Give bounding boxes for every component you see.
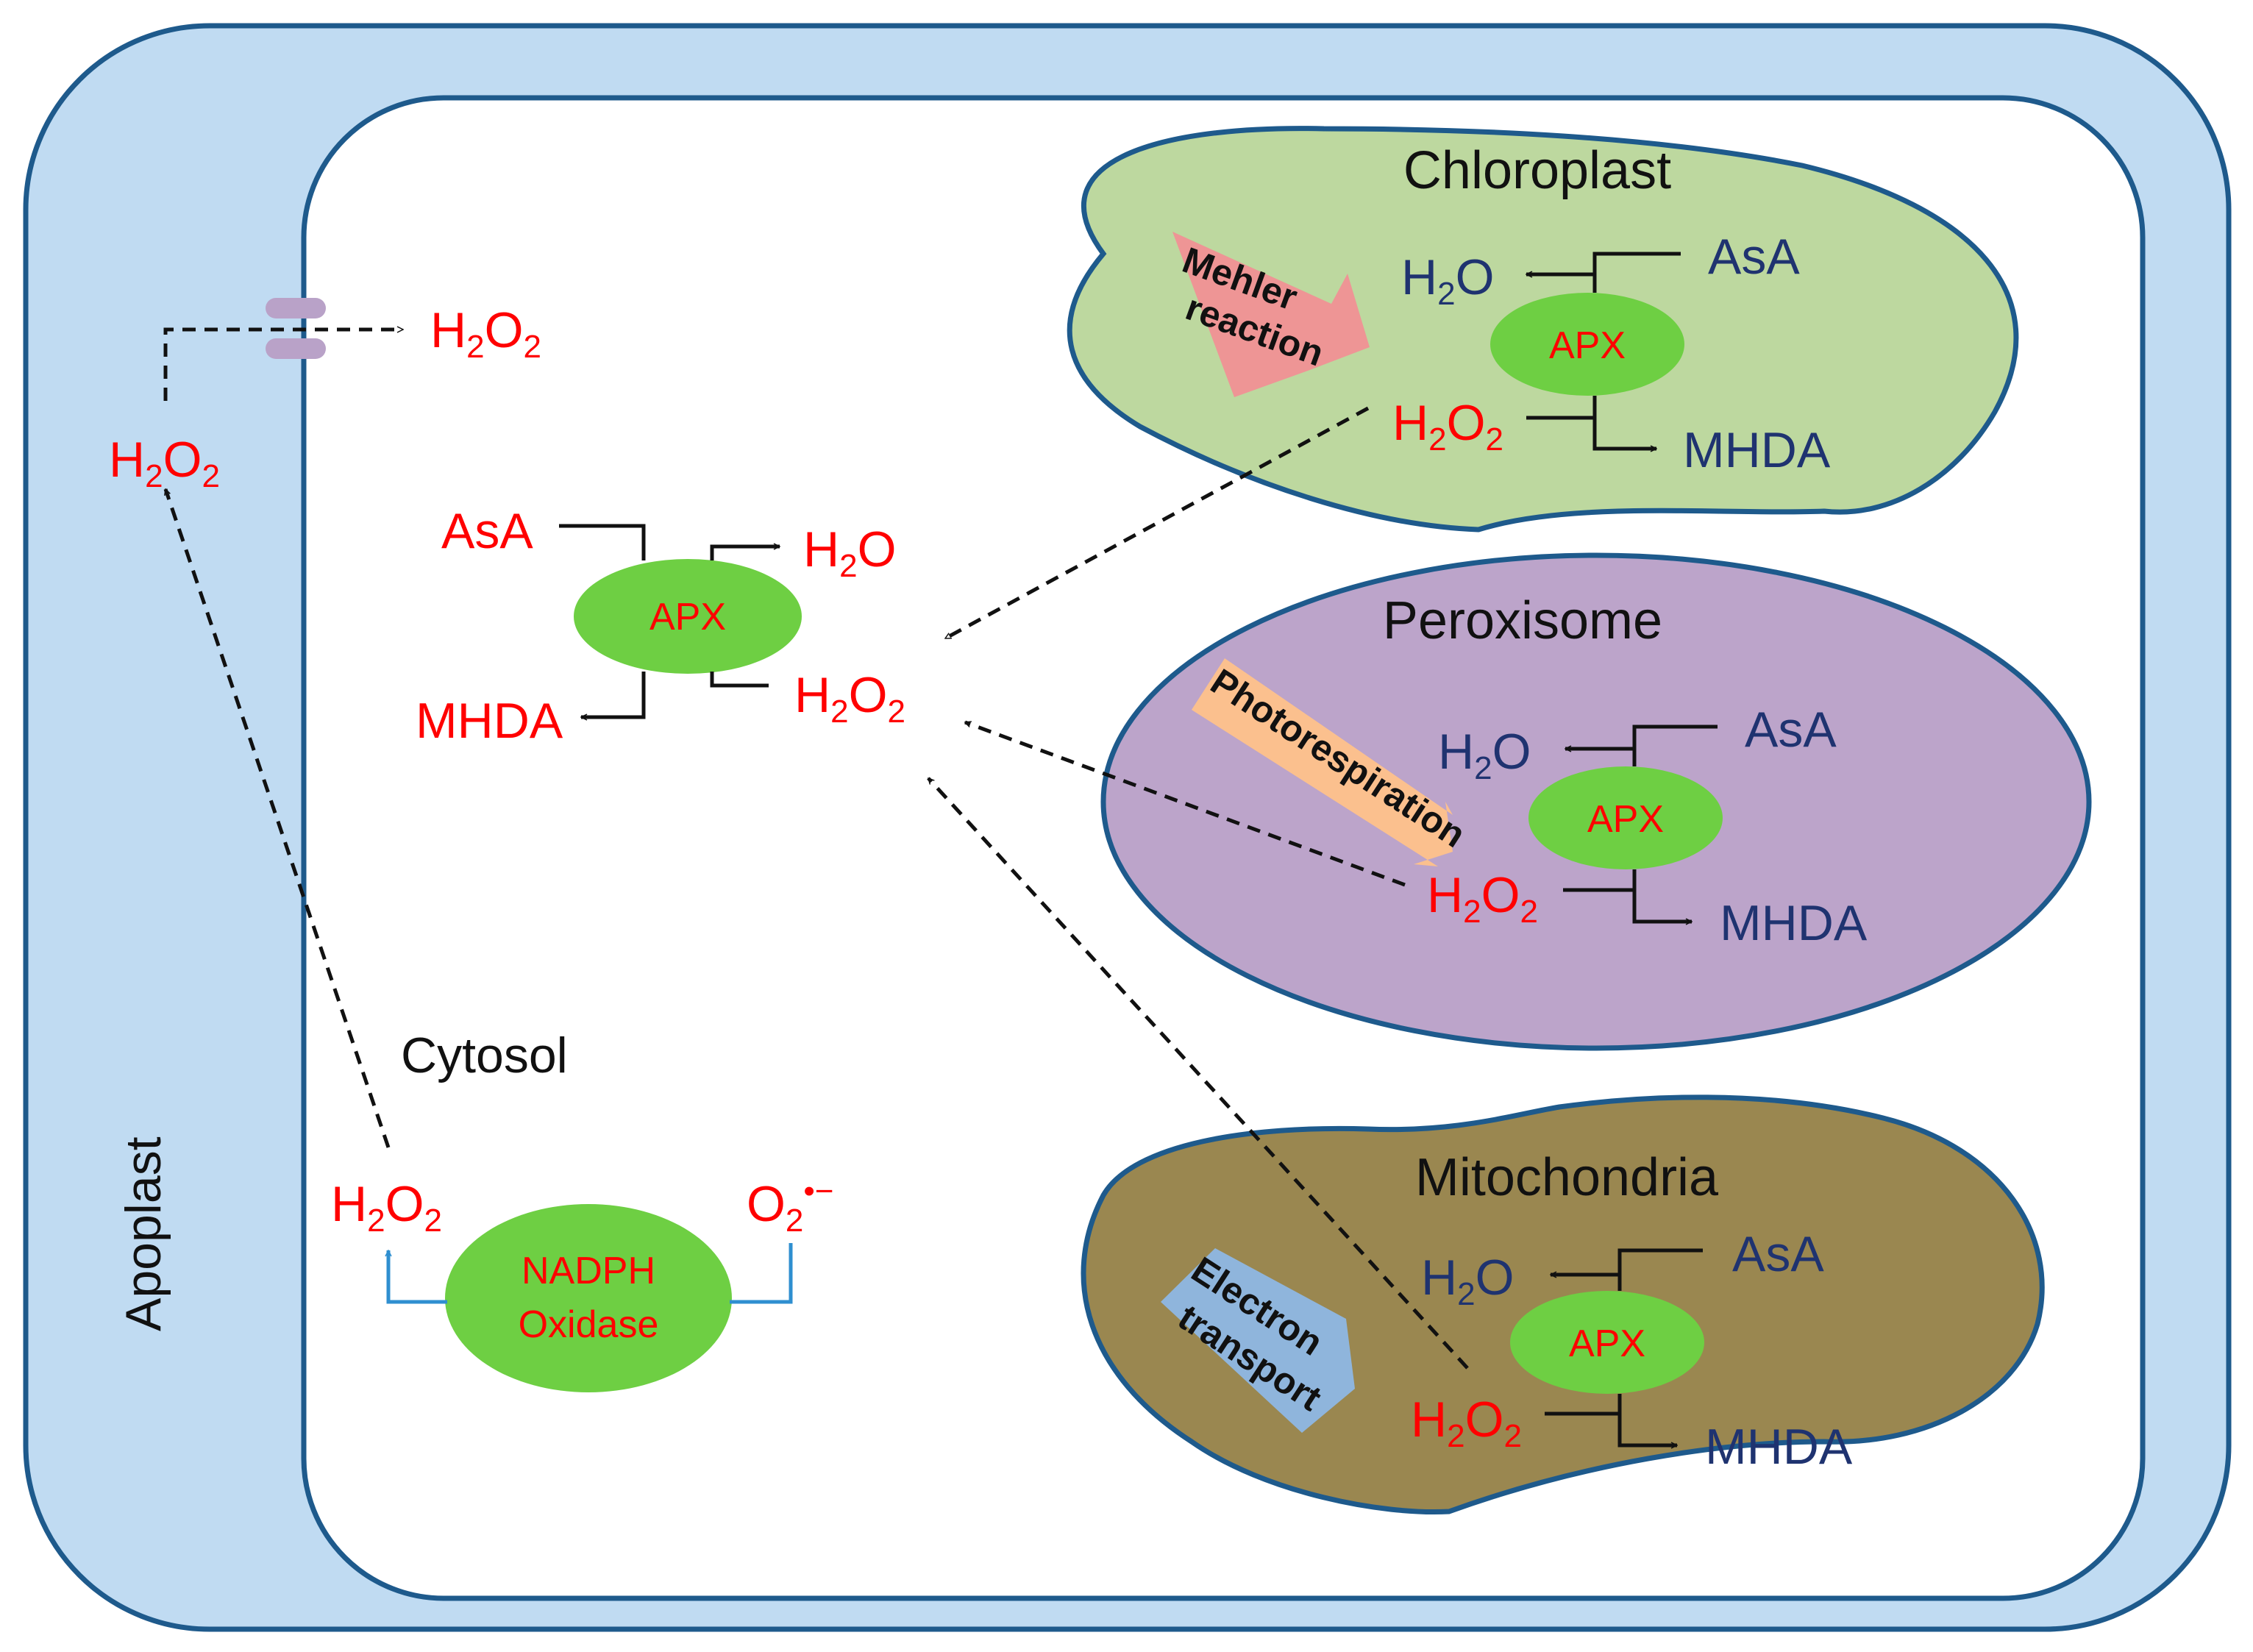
nadph-h2o2: H2O2: [331, 1176, 442, 1239]
membrane-transport-arrow: [163, 330, 403, 401]
nadph-oxidase-line2: Oxidase: [519, 1303, 659, 1346]
cytosol-mhda-arrow: [581, 672, 646, 717]
peroxisome-title: Peroxisome: [1383, 591, 1662, 650]
chloroplast-title: Chloroplast: [1403, 141, 1671, 200]
nadph-to-apoplast-arrow: [163, 489, 391, 1148]
mitochondria-to-cytosol-arrow: [927, 777, 1469, 1370]
electron-transport-arrow: [1161, 1248, 1355, 1433]
cytosol-h2o-arrow: [710, 546, 780, 560]
peroxisome-asa: AsA: [1745, 702, 1837, 758]
cytosol-apx-enzyme: [574, 559, 802, 674]
peroxisome-h2o: H2O: [1438, 724, 1531, 786]
mitochondria-h2o2: H2O2: [1411, 1392, 1522, 1454]
mitochondria-h2o-arrow: [1551, 1275, 1622, 1291]
membrane-channel: [266, 298, 326, 359]
peroxisome-mhda: MHDA: [1720, 895, 1868, 951]
membrane-h2o2: H2O2: [430, 302, 541, 365]
mitochondria-apx-label: APX: [1569, 1322, 1645, 1365]
chloroplast-h2o: H2O: [1401, 249, 1495, 312]
peroxisome-to-cytosol-arrow: [965, 720, 1406, 887]
mitochondria-mhda-arrow: [1617, 1394, 1677, 1445]
cytosol-apx-label: APX: [649, 596, 726, 638]
nadph-product-arrow: [388, 1250, 447, 1304]
nadph-oxidase-line1: NADPH: [522, 1250, 655, 1292]
cytosol-asa-line: [559, 524, 646, 560]
cytosol-h2o2: H2O2: [794, 667, 905, 730]
chloroplast-asa: AsA: [1708, 229, 1800, 285]
cytosol-mhda: MHDA: [416, 693, 563, 749]
mehler-reaction-arrow: [1172, 232, 1370, 397]
chloroplast-h2o2: H2O2: [1392, 395, 1503, 457]
mitochondria-h2o: H2O: [1421, 1250, 1515, 1312]
chloroplast-mhda-arrow: [1592, 396, 1656, 449]
chloroplast-apx-label: APX: [1549, 324, 1626, 367]
cytosol-label: Cytosol: [401, 1028, 568, 1083]
peroxisome-h2o2: H2O2: [1427, 867, 1538, 930]
chloroplast-apx-enzyme: [1490, 293, 1684, 396]
peroxisome-apx-label: APX: [1587, 798, 1664, 841]
peroxisome-apx-enzyme: [1528, 766, 1723, 869]
nadph-substrate-line: [730, 1243, 793, 1304]
cytosol-h2o2-line: [710, 672, 769, 688]
peroxisome-mhda-arrow: [1632, 869, 1692, 922]
mitochondria-apx-enzyme: [1510, 1291, 1704, 1394]
cytosol-h2o: H2O: [803, 521, 897, 584]
nadph-superoxide: O2•−: [747, 1173, 834, 1239]
chloroplast-to-cytosol-arrow: [945, 406, 1370, 641]
photorespiration-arrow: [1192, 658, 1453, 866]
cytosol-asa: AsA: [441, 503, 533, 559]
mitochondria-title: Mitochondria: [1415, 1148, 1719, 1207]
mitochondria-mhda: MHDA: [1705, 1419, 1853, 1475]
apoplast-h2o2: H2O2: [109, 432, 220, 494]
chloroplast-h2o-arrow: [1526, 274, 1597, 293]
nadph-oxidase-enzyme: [445, 1204, 732, 1392]
chloroplast-mhda: MHDA: [1683, 422, 1831, 478]
mitochondria-asa: AsA: [1732, 1226, 1824, 1282]
apoplast-label: Apoplast: [115, 1136, 171, 1331]
peroxisome-h2o-arrow: [1565, 749, 1637, 766]
